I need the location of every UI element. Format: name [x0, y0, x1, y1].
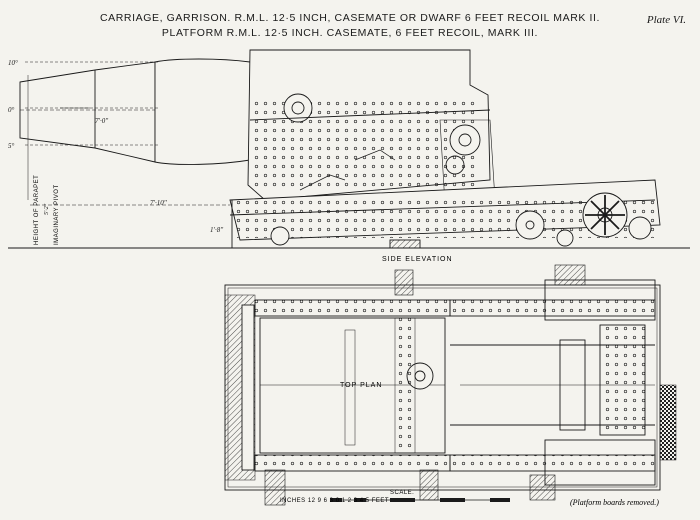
scale-bar: SCALE. INCHES 12 9 6 3 0 1 2 3 4 5 FEET: [280, 490, 510, 504]
small-height-label: 1'·8": [210, 226, 223, 234]
barrel-dim-label: 7'·0": [95, 117, 108, 125]
racer-wheels: [270, 192, 652, 247]
scale-text: INCHES 12 9 6 3 0 1 2 3 4 5 FEET: [280, 498, 389, 504]
height-dim-label: 7'·10": [150, 199, 167, 207]
side-elevation: [8, 49, 690, 249]
side-elevation-label: SIDE ELEVATION: [382, 256, 453, 263]
scale-label: SCALE.: [390, 490, 414, 496]
pivot-label: IMAGINARY PIVOT: [54, 184, 60, 245]
top-plan-label: TOP PLAN: [340, 382, 382, 389]
parapet-height-label: 5'·2": [44, 203, 50, 215]
parapet-label: HEIGHT OF PARAPET: [34, 175, 40, 245]
elevating-gear: [439, 119, 496, 206]
angle-0-label: 0°: [8, 106, 15, 114]
plate-number: Plate VI.: [646, 14, 686, 26]
plate-title-line2: PLATFORM R.M.L. 12·5 INCH. CASEMATE, 6 F…: [161, 27, 539, 39]
angle-5-label: 5°: [8, 142, 15, 150]
plate-title-line1: CARRIAGE, GARRISON. R.M.L. 12·5 INCH, CA…: [99, 12, 601, 24]
gun-barrel: [19, 58, 251, 165]
platform-note: (Platform boards removed.): [570, 498, 659, 507]
top-plan: [224, 264, 677, 506]
carriage-bracket: [247, 49, 491, 201]
angle-10-label: 10°: [8, 59, 18, 67]
